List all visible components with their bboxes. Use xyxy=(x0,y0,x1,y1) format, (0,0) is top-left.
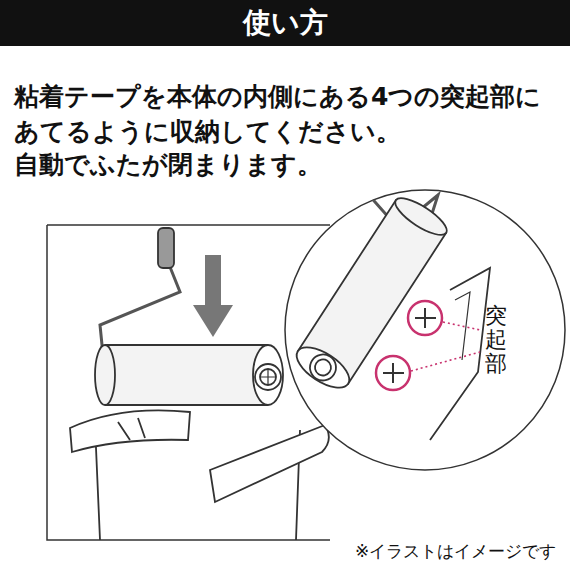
zoom-detail xyxy=(290,185,490,440)
zoom-circle xyxy=(285,190,565,470)
note: ※イラストはイメージです xyxy=(355,540,556,563)
leader-line xyxy=(411,322,480,371)
part-label: 突起部 xyxy=(485,304,507,377)
roller xyxy=(95,228,283,405)
title: 使い方 xyxy=(243,4,328,42)
down-arrow xyxy=(193,255,233,337)
frame xyxy=(47,225,330,540)
container xyxy=(70,410,329,540)
instruction-text: あてるように収納してください。 xyxy=(14,115,401,148)
instruction-text: 自動でふたが閉まります。 xyxy=(14,148,322,181)
instruction-text: 粘着テープを本体の内側にある4つの突起部に xyxy=(14,80,541,113)
